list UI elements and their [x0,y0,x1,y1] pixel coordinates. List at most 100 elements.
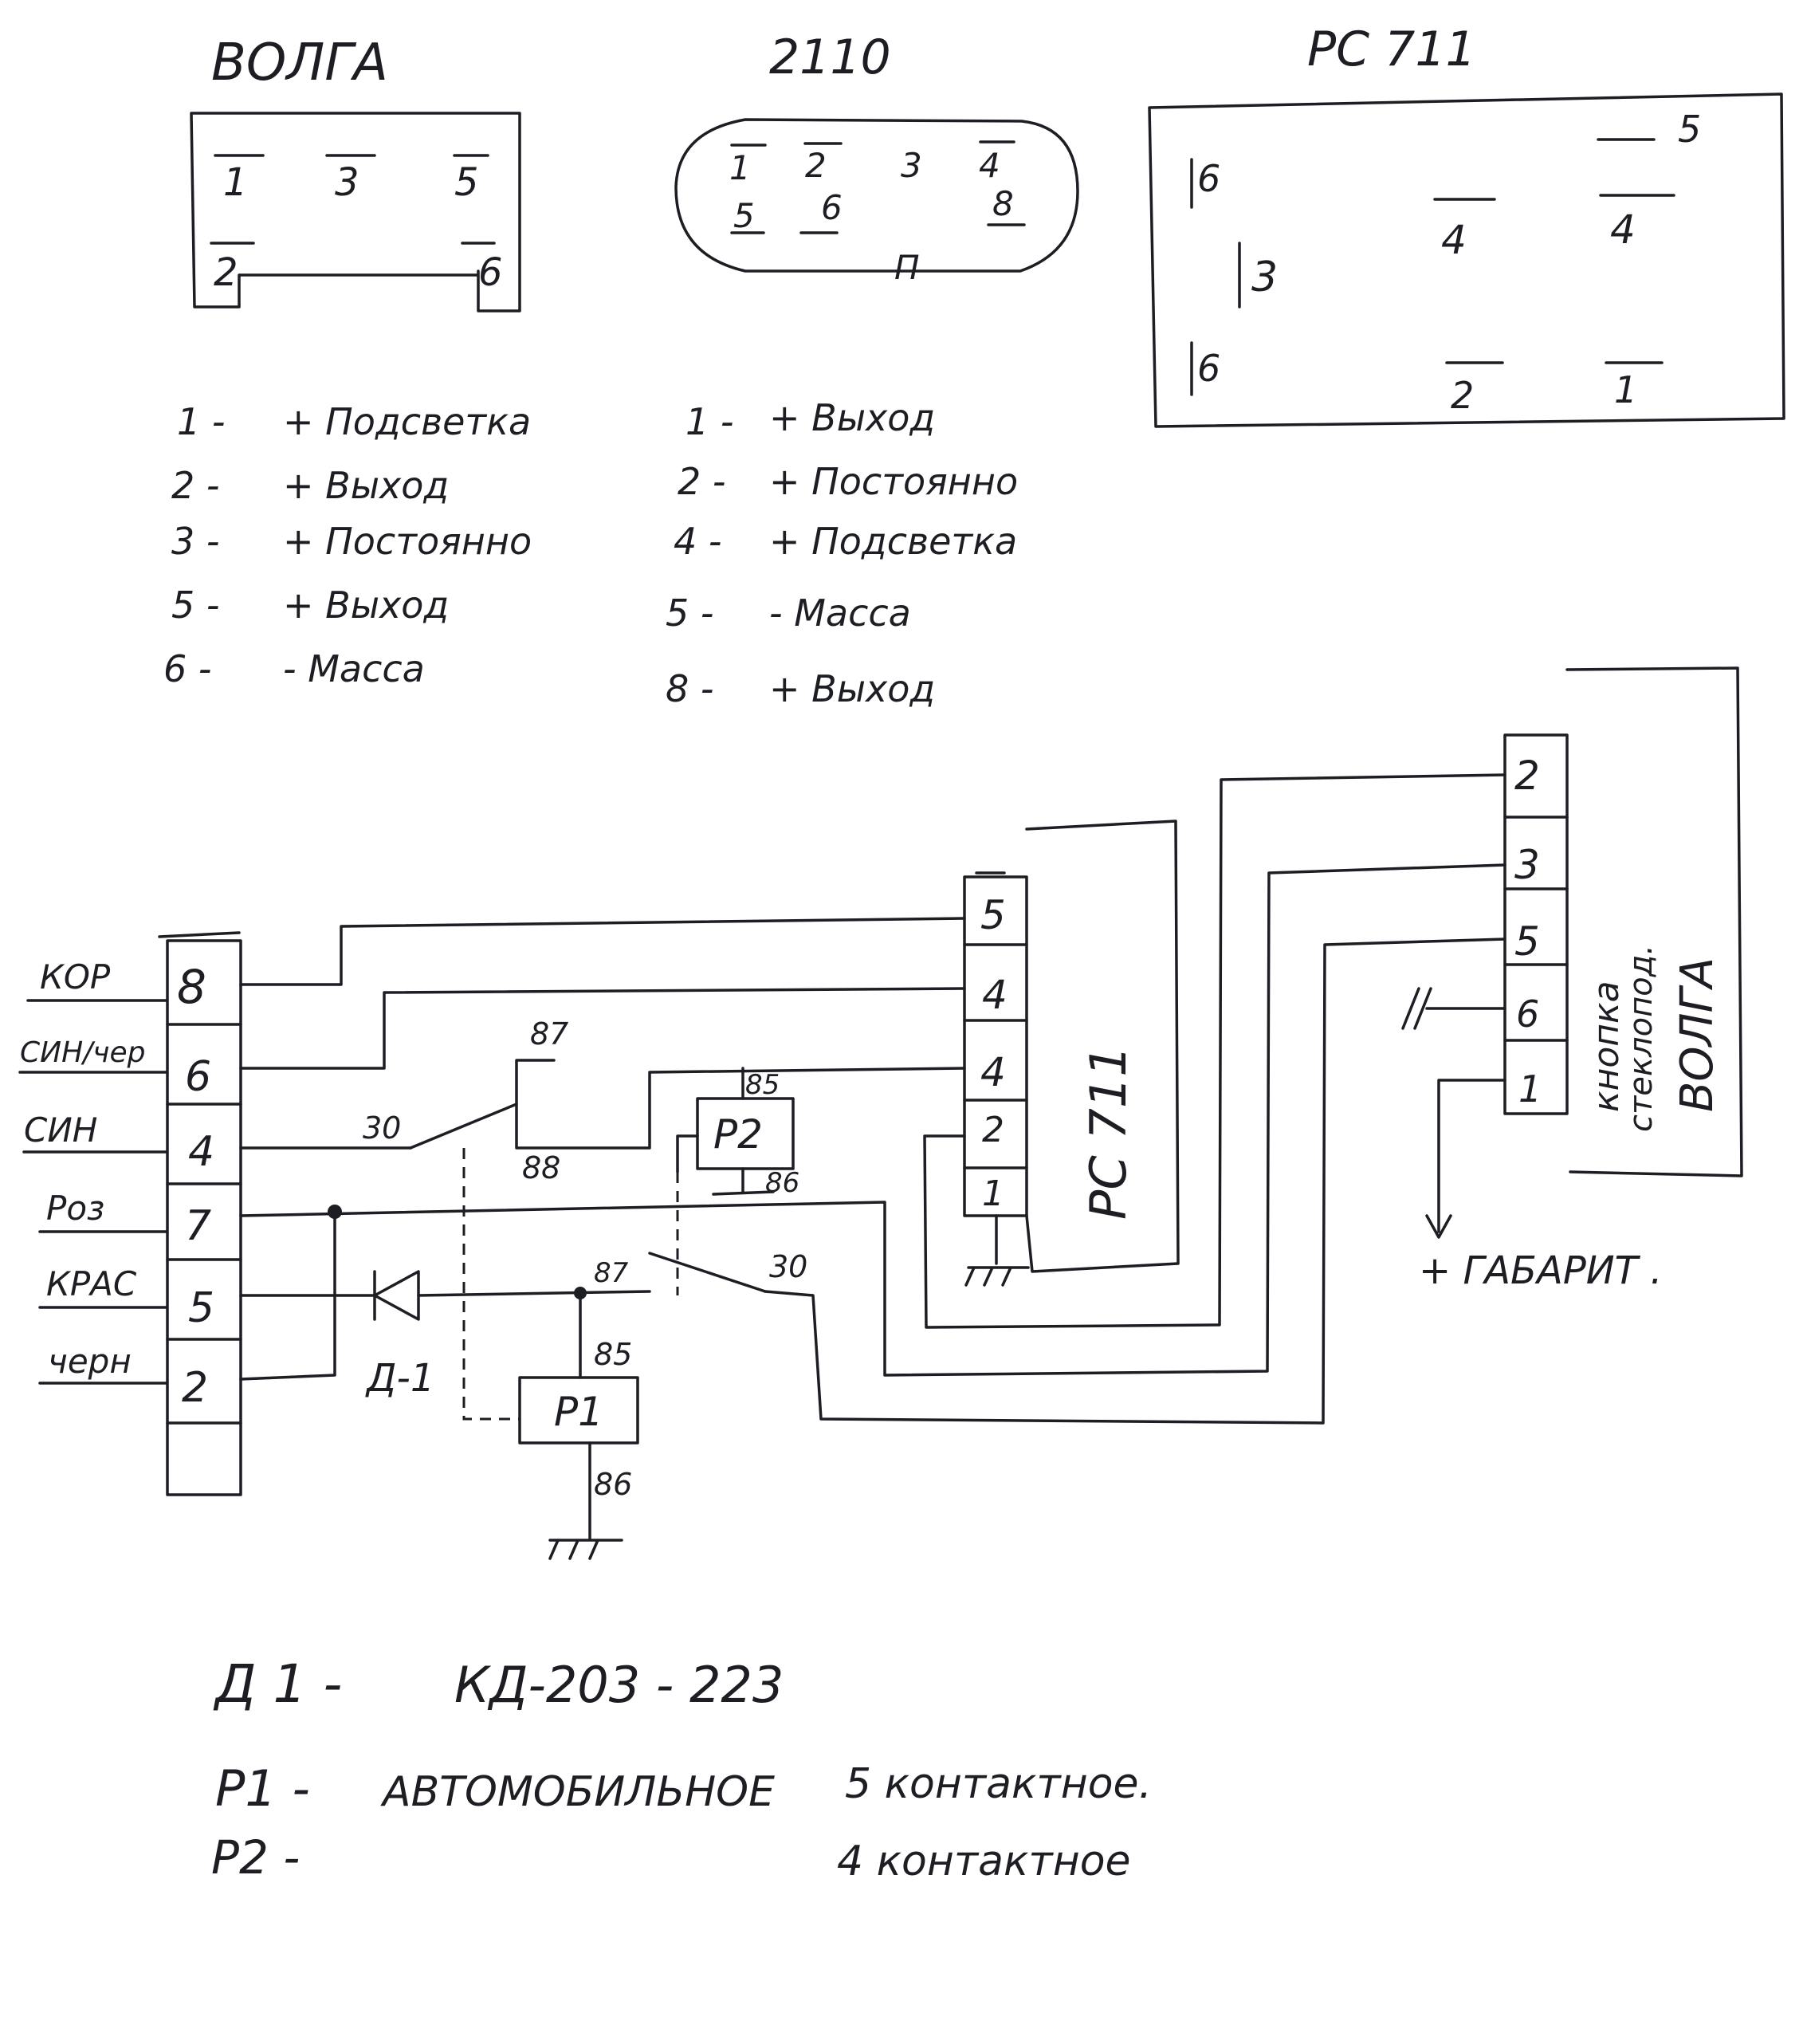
vaz2110-legend-num: 4 - [674,520,722,563]
button-pin: 1 [1518,1067,1542,1110]
relay-p2-contact: 85 [745,1069,780,1101]
relay-p1-contact: 30 [769,1249,807,1284]
volga-legend-num: 5 - [171,584,220,627]
wire-label: КРАС [46,1264,137,1303]
wire-label: Роз [46,1189,104,1228]
vaz2110-pin: 4 [979,146,1000,185]
vaz2110-pin: 2 [805,146,827,185]
button-label-line1: кнопка [1586,981,1627,1112]
vaz2110-legend-num: 5 - [666,592,714,635]
vaz2110-legend-num: 2 - [678,460,726,503]
pc711-pin: 6 [1197,347,1220,390]
vaz2110-pin: 1 [729,148,751,187]
vaz2110-pin: 6 [821,188,843,227]
vaz2110-pin: 8 [992,184,1014,223]
volga-legend-text: - Масса [283,647,425,690]
vaz2110-outline [674,118,1079,273]
button-pin: 3 [1514,842,1540,888]
note-text2: 5 контактное. [845,1760,1152,1808]
pc711-block-pin: 5 [980,892,1006,938]
notes: Д 1 - КД-203 - 223 P1 - АВТОМОБИЛЬНОЕ 5 … [211,1653,1152,1885]
volga-pin-3: 3 [335,160,359,205]
pc711-pin: 3 [1251,254,1278,301]
volga-connector: ВОЛГА 1 3 5 2 6 [190,33,521,312]
button-pin: 6 [1516,993,1539,1036]
volga-legend-num: 1 - [177,400,226,443]
volga-pin-1: 1 [223,160,248,205]
note-left: P2 - [211,1830,300,1885]
wire-label: СИН [24,1110,97,1150]
vaz2110-legend-text: + Постоянно [769,460,1018,503]
gabarit-label: + ГАБАРИТ . [1419,1248,1663,1293]
ground-icon [964,1214,1030,1287]
vaz2110-pin: 5 [733,196,755,235]
wire-labels: КОР СИН/чер СИН Роз КРАС черн [18,957,167,1385]
arrow-down-icon [1425,1079,1506,1239]
relay-p1-label: P1 [554,1389,603,1435]
relay-p2-contact: 88 [522,1150,560,1185]
wire-label: СИН/чер [20,1036,146,1069]
button-block: 2 3 5 6 1 кнопка стеклопод. ВОЛГА [1503,666,1743,1177]
wiring [239,773,1506,1560]
pc711-block-pin: 4 [982,972,1008,1018]
volga-legend: 1 - + Подсветка 2 - + Выход 3 - + Постоя… [163,400,532,690]
vaz2110-key-mark: П [894,248,920,287]
pc711-pin: 2 [1451,374,1474,417]
vaz2110-connector: 2110 1 2 3 4 5 6 8 П [674,29,1079,287]
pc711-title: PC 711 [1307,22,1476,77]
volga-legend-num: 3 - [171,520,220,563]
diode-icon [373,1270,420,1321]
left-pin: 4 [188,1128,214,1176]
volga-legend-text: + Выход [283,464,449,507]
vaz2110-legend-text: + Подсветка [769,520,1017,563]
pc711-block: 5 4 4 2 1 PC 711 [963,820,1180,1287]
note-text: КД-203 - 223 [454,1656,784,1714]
relay-p2-contact: 30 [363,1110,401,1146]
vaz2110-legend-num: 8 - [666,667,714,710]
volga-pin-6: 6 [478,250,503,295]
pc711-block-label: PC 711 [1079,1045,1137,1220]
relay-p1-coil [518,1376,639,1445]
left-pin: 2 [182,1364,208,1412]
volga-legend-text: + Выход [283,584,449,627]
vaz2110-legend-num: 1 - [685,400,734,443]
volga-legend-text: + Постоянно [283,520,532,563]
volga-legend-num: 2 - [171,464,220,507]
left-connector: 8 6 4 7 5 2 [158,931,242,1496]
volga-legend-num: 6 - [163,647,212,690]
left-pin: 5 [188,1284,214,1332]
vaz2110-legend: 1 - + Выход 2 - + Постоянно 4 - + Подсве… [666,396,1018,710]
volga-outline [190,112,521,312]
ground-icon [548,1291,623,1560]
button-label-line2: стеклопод. [1623,945,1660,1132]
volga-pin-5: 5 [454,160,479,205]
left-pin: 8 [177,960,206,1014]
vaz2110-title: 2110 [769,29,891,85]
pc711-pin: 4 [1610,206,1636,253]
button-label-line3: ВОЛГА [1671,957,1723,1112]
relay-p1-contact: 86 [594,1467,632,1502]
relay-p2-coil [696,1097,795,1170]
note-left: Д 1 - [213,1653,342,1715]
relay-labels: 87 88 30 85 86 P2 87 30 85 86 P1 Д-1 [363,1016,807,1502]
pc711-block-pin: 1 [982,1173,1004,1214]
vaz2110-legend-text: + Выход [769,396,935,439]
note-text: АВТОМОБИЛЬНОЕ [380,1768,775,1816]
volga-legend-text: + Подсветка [283,400,531,443]
volga-title: ВОЛГА [211,33,388,92]
pc711-block-pin: 2 [982,1110,1004,1150]
wire-label: черн [48,1342,132,1381]
button-pin: 2 [1514,753,1540,799]
relay-p2-contact: 86 [765,1167,799,1199]
note-text2: 4 контактное [837,1838,1131,1885]
note-left: P1 - [215,1759,310,1818]
ground-icon [1401,987,1506,1030]
left-pin: 7 [185,1202,211,1250]
relay-p1-contact: 85 [594,1337,632,1372]
volga-pin-2: 2 [214,250,238,295]
vaz2110-legend-text: + Выход [769,667,935,710]
pc711-outline [1148,92,1785,428]
pc711-pin: 1 [1614,368,1637,411]
relay-p2-label: P2 [713,1111,763,1158]
